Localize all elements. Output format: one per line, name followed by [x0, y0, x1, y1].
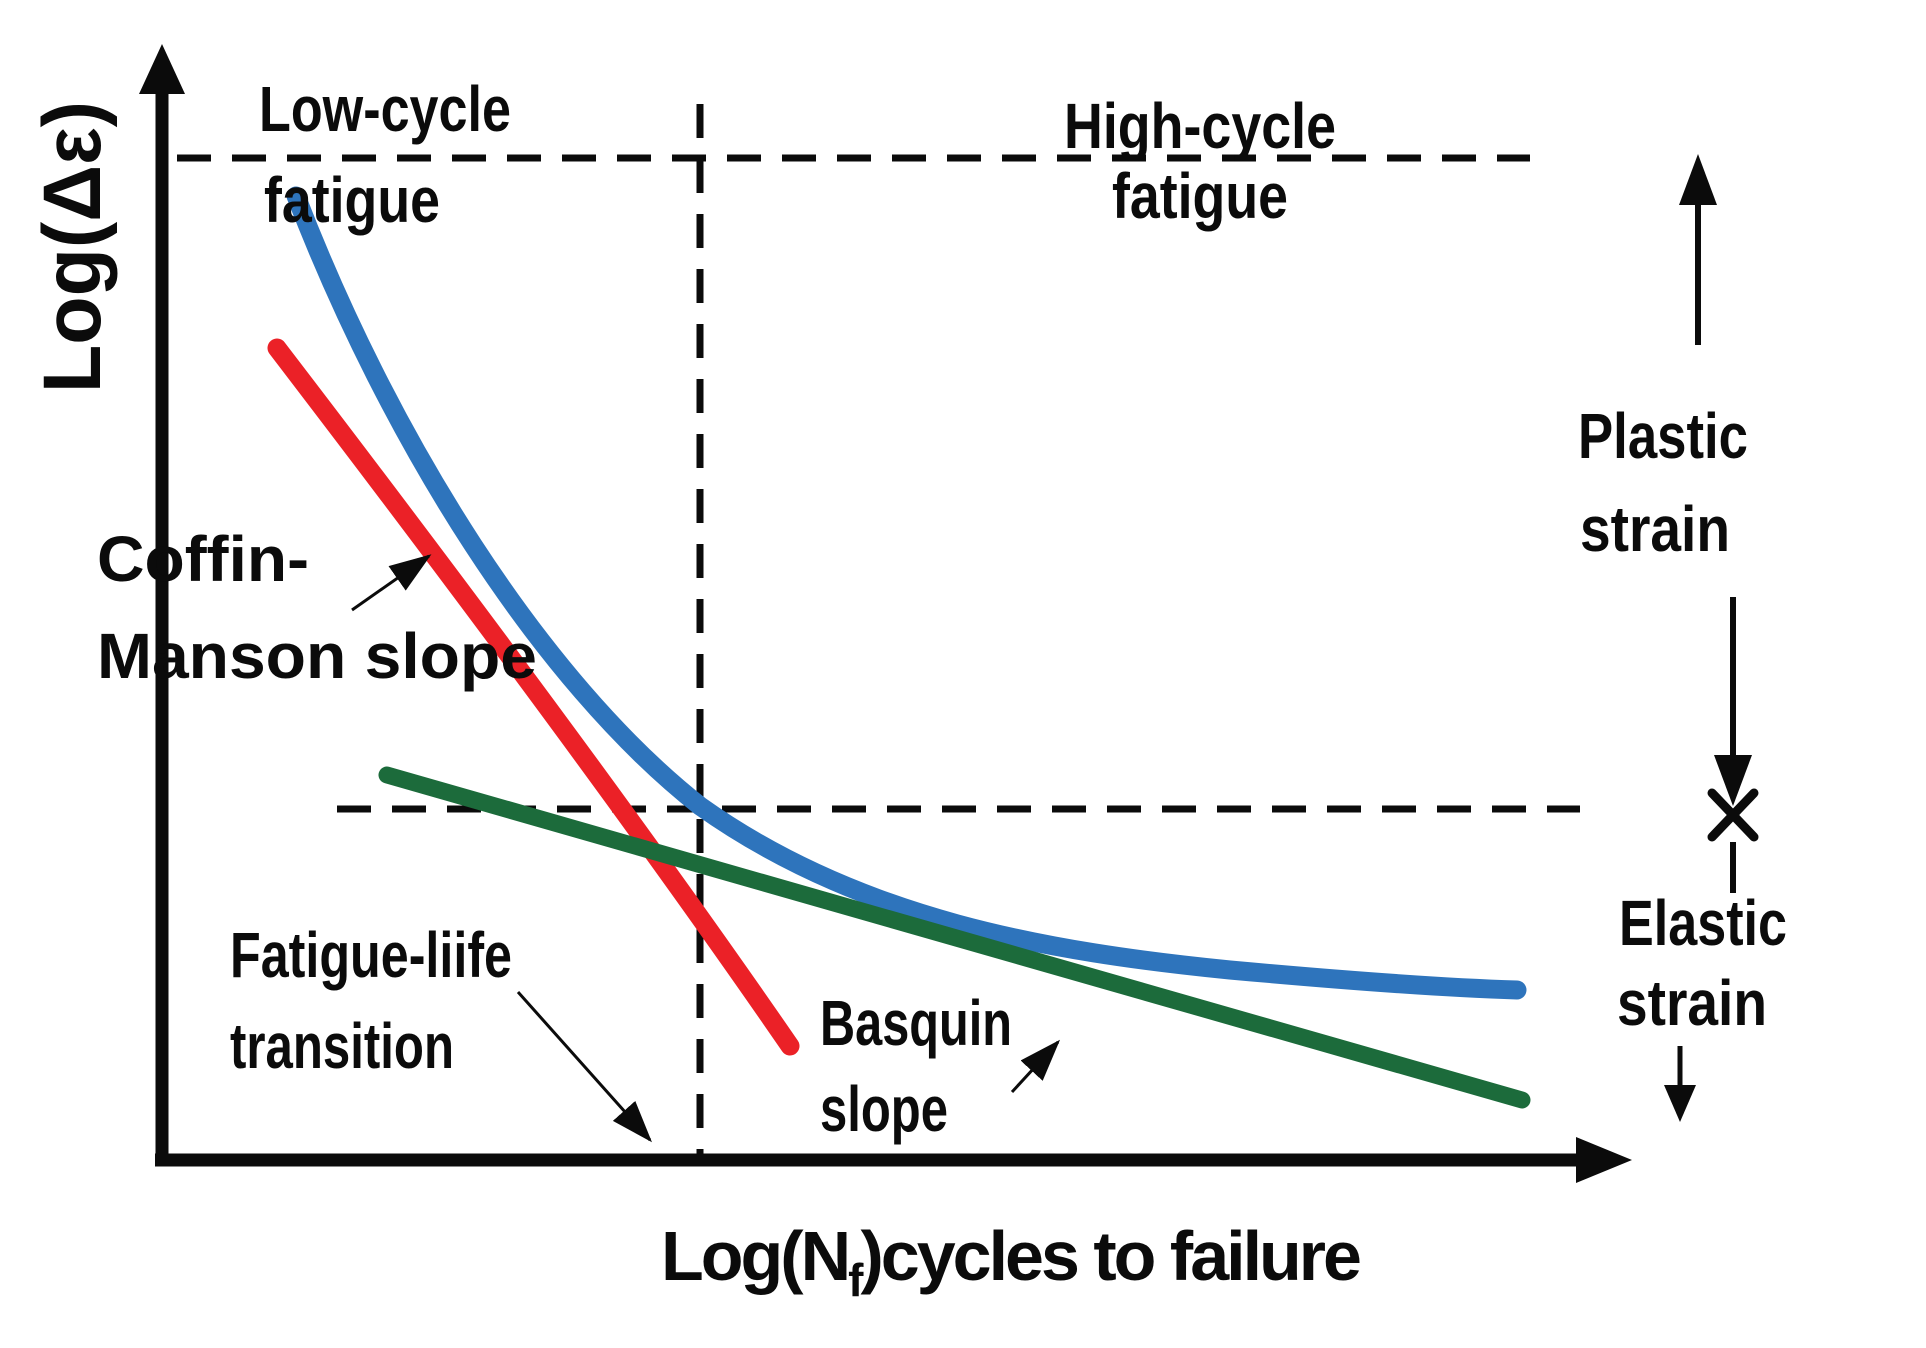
- reference-lines: [177, 104, 1580, 1156]
- x-axis-arrowhead-icon: [1576, 1137, 1632, 1183]
- high-cycle-fatigue-label-line2: fatigue: [1112, 160, 1288, 232]
- basquin-line: [378, 766, 1531, 1109]
- y-axis-title: Log(Δε): [27, 101, 118, 393]
- strain-boundary-x-marker-icon: [1707, 788, 1759, 842]
- plastic-strain-down-arrowhead-icon: [1714, 755, 1752, 806]
- coffin-manson-label-line1: Coffin-: [97, 523, 309, 595]
- coffin-manson-arrow-icon: [351, 554, 432, 612]
- basquin-arrow-icon: [1010, 1039, 1061, 1094]
- elastic-strain-down-arrowhead-icon: [1664, 1085, 1696, 1122]
- elastic-strain-label-line2: strain: [1617, 967, 1767, 1039]
- y-axis-arrowhead-icon: [139, 44, 185, 94]
- strain-dimension-arrows: [1664, 154, 1759, 1122]
- basquin-label-line1: Basquin: [820, 987, 1012, 1059]
- x-axis-title-pre: Log(N: [661, 1217, 848, 1295]
- callout-labels: Coffin- Manson slope Fatigue-liife trans…: [97, 400, 1787, 1145]
- curves: [267, 186, 1531, 1109]
- fatigue-life-transition-label-line2: transition: [230, 1010, 454, 1082]
- coffin-manson-line: [267, 338, 800, 1056]
- x-axis-title-post: )cycles to failure: [861, 1217, 1361, 1295]
- high-cycle-fatigue-label-line1: High-cycle: [1064, 90, 1336, 162]
- x-axis-title: Log(Nf)cycles to failure: [661, 1217, 1360, 1306]
- plastic-strain-label-line1: Plastic: [1578, 400, 1748, 472]
- elastic-strain-label-line1: Elastic: [1619, 887, 1787, 959]
- coffin-manson-label-line2: Manson slope: [97, 620, 537, 692]
- callout-arrows: [351, 554, 1061, 1143]
- low-cycle-fatigue-label-line2: fatigue: [264, 164, 440, 236]
- plastic-strain-label-line2: strain: [1580, 493, 1730, 565]
- plastic-strain-up-arrowhead-icon: [1679, 154, 1717, 205]
- fatigue-life-transition-label-line1: Fatigue-liife: [230, 919, 512, 991]
- low-cycle-fatigue-label-line1: Low-cycle: [259, 73, 511, 145]
- fatigue-life-transition-arrow-icon: [516, 991, 652, 1143]
- total-strain-curve: [286, 186, 1527, 1000]
- basquin-label-line2: slope: [820, 1073, 948, 1145]
- axes: [139, 44, 1632, 1183]
- region-labels: Low-cycle fatigue High-cycle fatigue: [259, 73, 1336, 236]
